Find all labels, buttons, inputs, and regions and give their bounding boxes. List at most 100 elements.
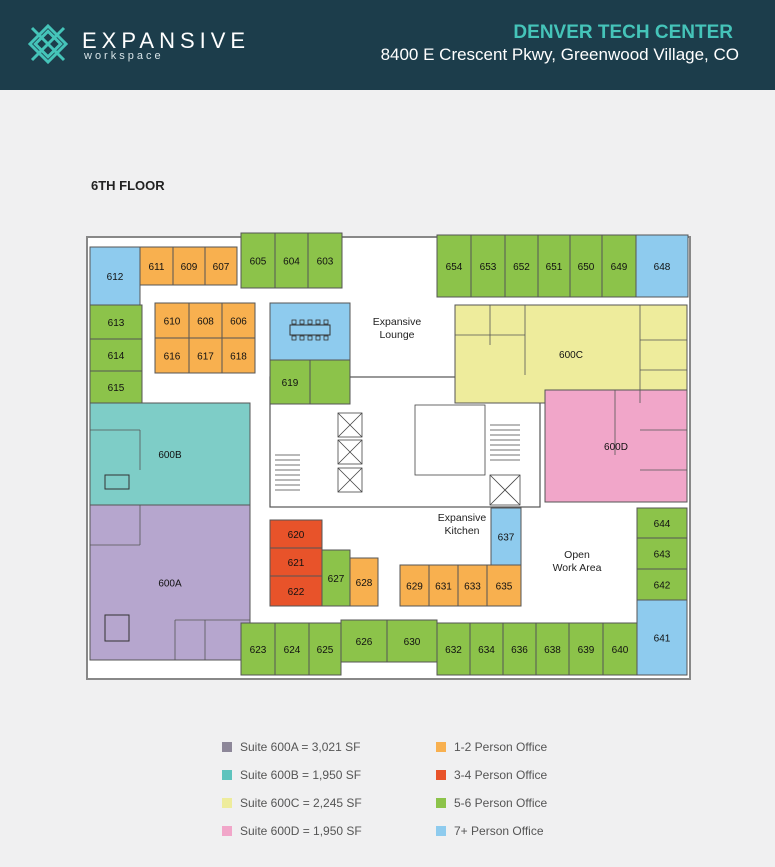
room-label: 620 — [288, 530, 305, 541]
room-643[interactable]: 643 — [636, 537, 688, 570]
room-642[interactable]: 642 — [636, 568, 688, 601]
room-606[interactable]: 606 — [221, 302, 256, 339]
room-612[interactable]: 612 — [89, 246, 141, 306]
room-622[interactable]: 622 — [269, 575, 323, 607]
room-label: 638 — [544, 645, 561, 656]
legend-label: 3-4 Person Office — [454, 768, 548, 782]
room-627[interactable]: 627 — [321, 549, 351, 607]
suite-partitions — [90, 305, 687, 660]
room-label: 603 — [317, 257, 334, 268]
room-611[interactable]: 611 — [139, 246, 174, 286]
room-639[interactable]: 639 — [568, 622, 604, 676]
conference-table-icon — [289, 319, 331, 341]
room-600b[interactable]: 600B — [89, 402, 251, 506]
room-654[interactable]: 654 — [436, 234, 472, 298]
room-625[interactable]: 625 — [308, 622, 342, 676]
room-630[interactable]: 630 — [386, 619, 438, 663]
room-653[interactable]: 653 — [470, 234, 506, 298]
room-634[interactable]: 634 — [469, 622, 504, 676]
room-label: 637 — [498, 533, 515, 544]
room-label: 629 — [406, 582, 423, 593]
room-631[interactable]: 631 — [428, 564, 459, 607]
legend-swatch — [436, 826, 446, 836]
legend-label: Suite 600B = 1,950 SF — [240, 768, 362, 782]
room-617[interactable]: 617 — [188, 337, 223, 374]
room-label: 600A — [158, 579, 182, 590]
room-label: 618 — [230, 352, 247, 363]
room-label: 632 — [445, 645, 462, 656]
header-banner: EXPANSIVE workspace DENVER TECH CENTER 8… — [0, 0, 775, 90]
legend-item: Suite 600C = 2,245 SF — [222, 789, 362, 817]
room-label: 626 — [356, 637, 373, 648]
room-632[interactable]: 632 — [436, 622, 471, 676]
room-603[interactable]: 603 — [307, 232, 343, 289]
room-label: 612 — [107, 272, 124, 283]
legend-swatch — [222, 770, 232, 780]
room-628[interactable]: 628 — [349, 557, 379, 607]
legend-item: Suite 600D = 1,950 SF — [222, 817, 362, 845]
room-644[interactable]: 644 — [636, 507, 688, 539]
room-label: 636 — [511, 645, 528, 656]
legend-label: 1-2 Person Office — [454, 740, 548, 754]
room-615[interactable]: 615 — [89, 370, 143, 404]
room-616[interactable]: 616 — [154, 337, 190, 374]
room-label: 628 — [356, 578, 373, 589]
legend-swatch — [222, 742, 232, 752]
room-600a[interactable]: 600A — [89, 504, 251, 661]
room-649[interactable]: 649 — [601, 234, 637, 298]
room-641[interactable]: 641 — [636, 599, 688, 676]
room-629[interactable]: 629 — [399, 564, 430, 607]
legend-offices: 1-2 Person Office 3-4 Person Office 5-6 Pe… — [436, 733, 547, 845]
room-label: 641 — [654, 634, 671, 645]
room-626[interactable]: 626 — [340, 619, 388, 663]
room-604[interactable]: 604 — [274, 232, 309, 289]
legend-label: Suite 600D = 1,950 SF — [240, 824, 362, 838]
room-618[interactable]: 618 — [221, 337, 256, 374]
room-650[interactable]: 650 — [569, 234, 603, 298]
room-label: 607 — [213, 262, 230, 273]
room-651[interactable]: 651 — [537, 234, 571, 298]
room-label: 653 — [480, 262, 497, 273]
room-635[interactable]: 635 — [486, 564, 522, 607]
room-label: 600C — [559, 350, 583, 361]
room-620[interactable]: 620 — [269, 519, 323, 549]
room-633[interactable]: 633 — [457, 564, 488, 607]
floor-label: 6TH FLOOR — [91, 178, 165, 193]
room-600c[interactable]: 600C — [454, 304, 688, 404]
room-607[interactable]: 607 — [204, 246, 238, 286]
suite-table-icon — [104, 614, 130, 642]
legend-item: 1-2 Person Office — [436, 733, 547, 761]
room-638[interactable]: 638 — [535, 622, 570, 676]
room-610[interactable]: 610 — [154, 302, 190, 339]
room-637[interactable]: 637 — [490, 507, 522, 566]
room-label: 642 — [654, 581, 671, 592]
room-605[interactable]: 605 — [240, 232, 276, 289]
room-label: 639 — [578, 645, 595, 656]
legend-swatch — [436, 770, 446, 780]
room-label: 605 — [250, 257, 267, 268]
room-652[interactable]: 652 — [504, 234, 539, 298]
room-label: 623 — [250, 645, 267, 656]
room-623[interactable]: 623 — [240, 622, 276, 676]
brand-subtitle: workspace — [84, 50, 164, 62]
room-640[interactable]: 640 — [602, 622, 638, 676]
room-label: 622 — [288, 587, 305, 598]
room-609[interactable]: 609 — [172, 246, 206, 286]
room-608[interactable]: 608 — [188, 302, 223, 339]
legend-label: Suite 600A = 3,021 SF — [240, 740, 361, 754]
legend-swatch — [222, 798, 232, 808]
legend-label: 5-6 Person Office — [454, 796, 548, 810]
room-624[interactable]: 624 — [274, 622, 310, 676]
room-label: 631 — [435, 582, 452, 593]
room-619[interactable]: 619 — [269, 359, 311, 405]
room-614[interactable]: 614 — [89, 338, 143, 372]
room-600d[interactable]: 600D — [544, 389, 688, 503]
room-636[interactable]: 636 — [502, 622, 537, 676]
room-621[interactable]: 621 — [269, 547, 323, 577]
room-613[interactable]: 613 — [89, 304, 143, 340]
room-648[interactable]: 648 — [635, 234, 689, 298]
room-label: 610 — [164, 317, 181, 328]
room-label: 614 — [108, 351, 125, 362]
room-label: 627 — [328, 574, 345, 585]
